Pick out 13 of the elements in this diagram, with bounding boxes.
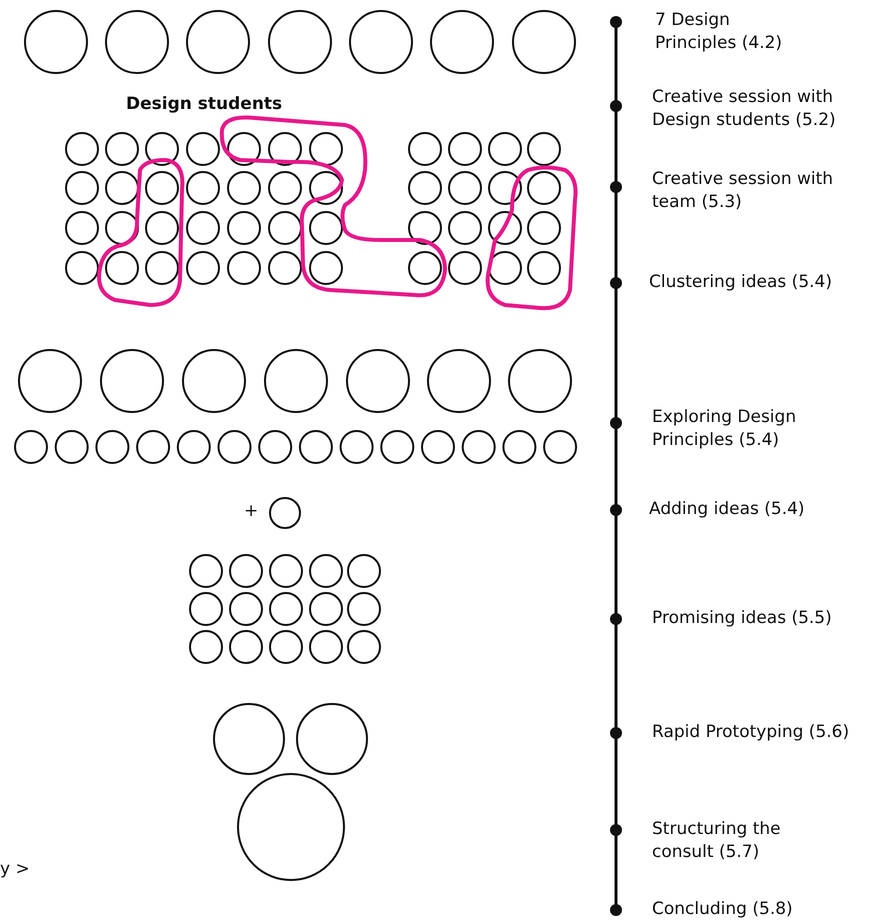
timeline-label: Creative session with team (5.3) [652,168,834,214]
timeline-label: Rapid Prototyping (5.6) [652,721,850,744]
timeline-label: Clustering ideas (5.4) [649,271,833,294]
timeline-label: Exploring Design Principles (5.4) [652,406,798,452]
timeline-label: Structuring the consult (5.7) [652,818,782,864]
cut-off-text: y > [0,858,31,881]
timeline-label: Promising ideas (5.5) [652,607,833,630]
group-heading: Design students [126,93,284,116]
plus-sign: + [244,500,260,523]
timeline-label: Adding ideas (5.4) [649,498,806,521]
timeline-label: 7 Design Principles (4.2) [655,9,784,55]
timeline-label: Concluding (5.8) [652,898,794,921]
timeline-label: Creative session with Design students (5.2) [652,86,837,132]
